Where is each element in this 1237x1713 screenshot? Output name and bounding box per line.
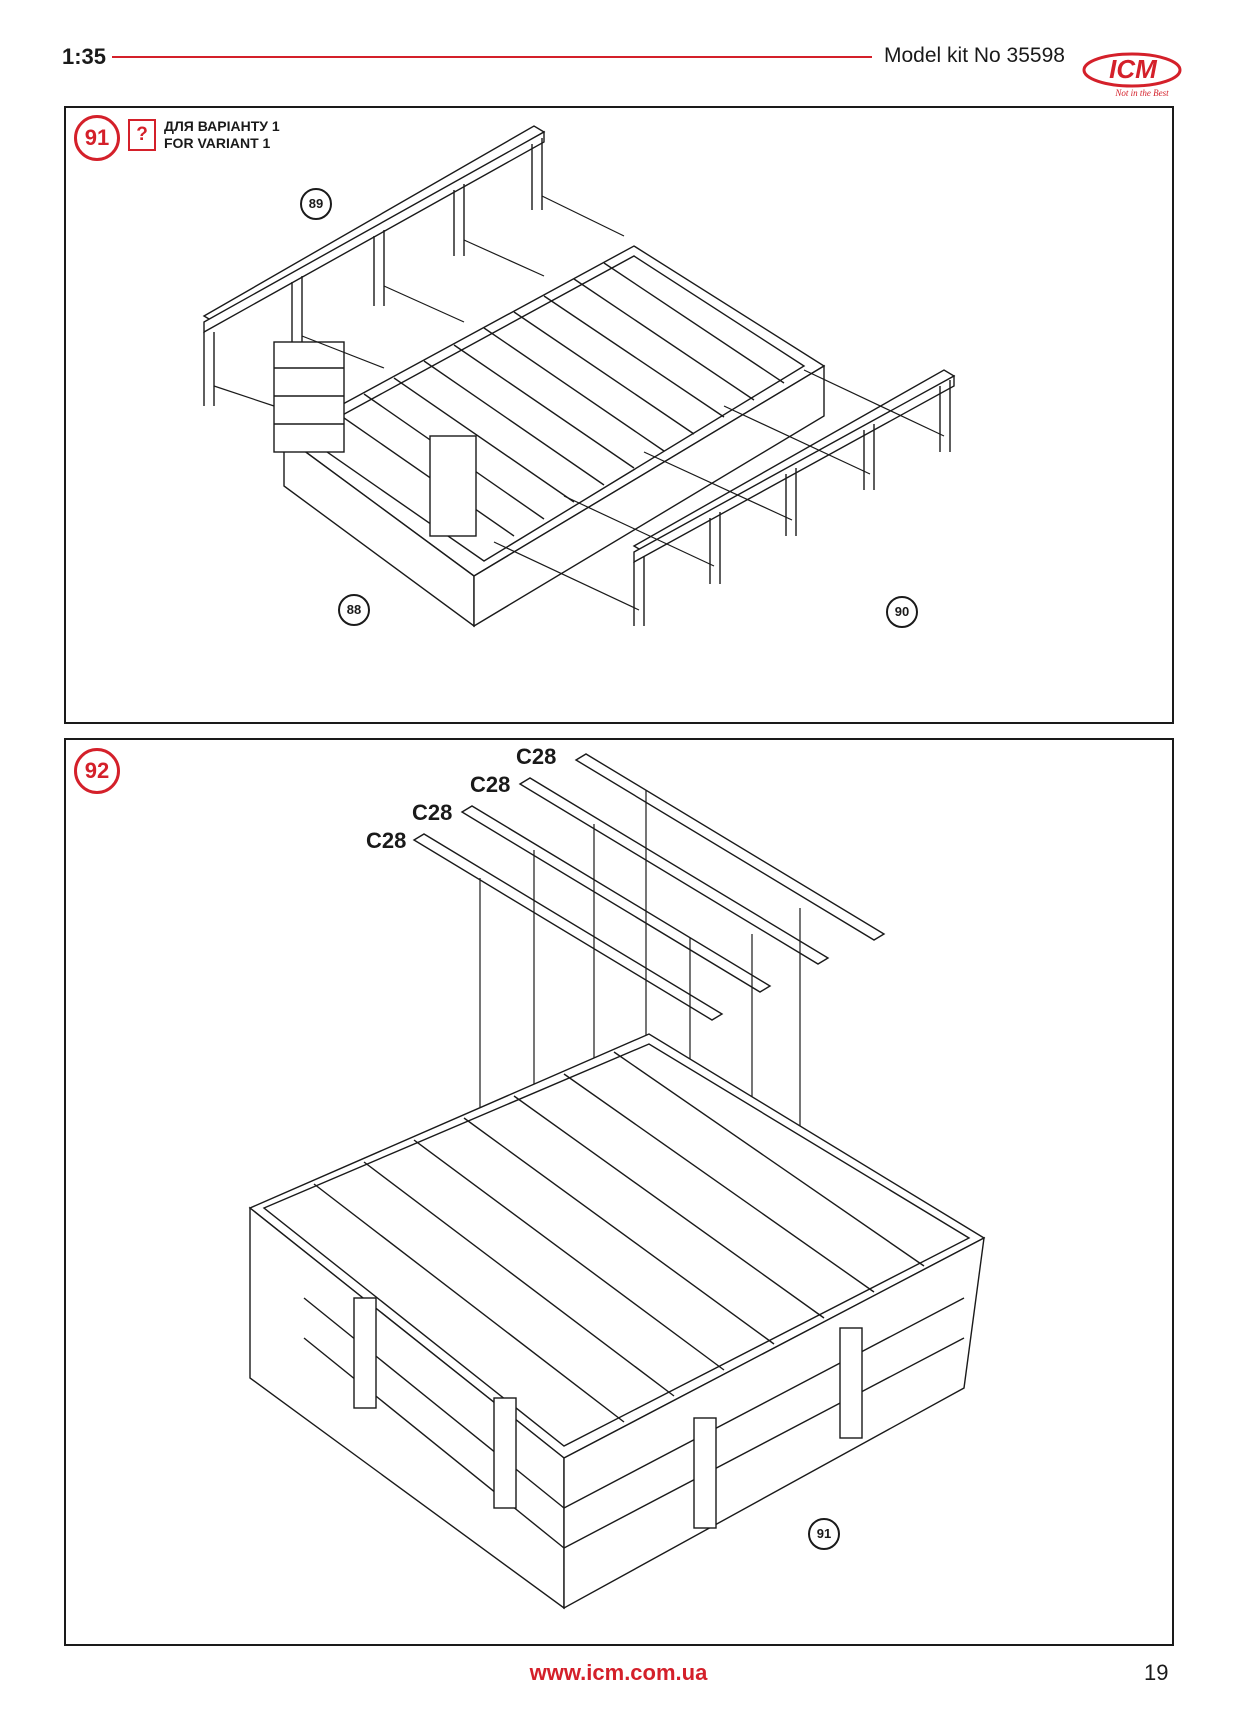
page-number: 19 bbox=[1144, 1660, 1169, 1685]
part-label-c28: C28 bbox=[366, 828, 407, 853]
assembly-arrows bbox=[213, 195, 945, 611]
variant-note-en: FOR VARIANT 1 bbox=[164, 135, 271, 151]
step-91-panel bbox=[64, 106, 1174, 724]
info-icon: ? bbox=[128, 119, 156, 151]
callout-89: 89 bbox=[300, 188, 332, 220]
callout-91: 91 bbox=[808, 1518, 840, 1550]
step-number-91: 91 bbox=[74, 115, 120, 161]
step-number-92: 92 bbox=[74, 748, 120, 794]
variant-note: ДЛЯ ВАРІАНТУ 1 FOR VARIANT 1 bbox=[164, 118, 280, 152]
callout-90: 90 bbox=[886, 596, 918, 628]
callout-88: 88 bbox=[338, 594, 370, 626]
part-label-c28: C28 bbox=[516, 744, 557, 769]
step-92-drawing bbox=[248, 753, 986, 1610]
part-label-c28: C28 bbox=[412, 800, 453, 825]
slats-c28 bbox=[412, 753, 886, 1021]
step-91-drawing bbox=[202, 125, 956, 628]
side-rail-90 bbox=[632, 369, 956, 626]
logo-text: ICM bbox=[1109, 54, 1158, 84]
step-92-panel bbox=[64, 738, 1174, 1646]
variant-note-ua: ДЛЯ ВАРІАНТУ 1 bbox=[164, 118, 280, 134]
part-label-c28: C28 bbox=[470, 772, 511, 797]
icm-logo: ICM Not in the Best bbox=[1082, 52, 1182, 98]
cargo-body-91 bbox=[248, 1033, 986, 1610]
header-rule bbox=[112, 56, 872, 58]
cargo-body-88 bbox=[273, 245, 826, 628]
scale-label: 1:35 bbox=[62, 44, 107, 69]
logo-tagline: Not in the Best bbox=[1114, 88, 1169, 98]
website-link[interactable]: www.icm.com.ua bbox=[529, 1660, 708, 1685]
kit-number: Model kit No 35598 bbox=[884, 44, 1065, 67]
